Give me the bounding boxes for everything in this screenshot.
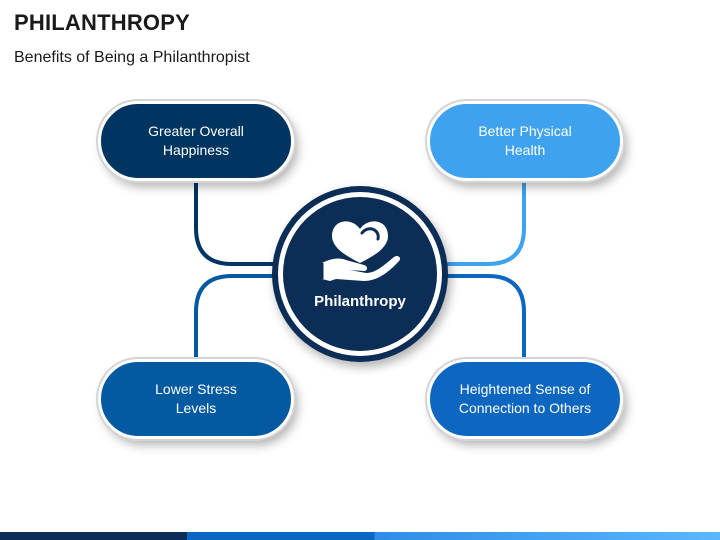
benefit-label-line2: Health bbox=[504, 142, 546, 158]
benefit-label-line1: Lower Stress bbox=[155, 381, 237, 397]
page-title: PHILANTHROPY bbox=[14, 10, 190, 35]
benefit-label-line2: Happiness bbox=[162, 142, 230, 158]
benefit-label-line2: Levels bbox=[175, 400, 217, 416]
bottom-accent-bar bbox=[0, 532, 720, 540]
benefit-label-line1: Greater Overall bbox=[148, 123, 244, 139]
benefit-label-line1: Better Physical bbox=[478, 123, 572, 139]
page-subtitle: Benefits of Being a Philanthropist bbox=[14, 49, 250, 66]
connector-bottom-right bbox=[435, 274, 526, 361]
hub-label: Philanthropy bbox=[314, 293, 406, 310]
benefit-connection-to-others: Heightened Sense of Connection to Others bbox=[427, 359, 623, 439]
benefit-label-line1: Heightened Sense of bbox=[459, 381, 591, 397]
connector-top-right bbox=[435, 179, 526, 266]
benefit-better-health: Better Physical Health bbox=[427, 101, 623, 181]
benefit-lower-stress: Lower Stress Levels bbox=[98, 359, 294, 439]
benefit-greater-happiness: Greater Overall Happiness bbox=[98, 101, 294, 181]
connector-bottom-left bbox=[194, 274, 285, 361]
heart-in-hand-icon bbox=[320, 221, 401, 281]
benefit-label-line2: Connection to Others bbox=[458, 400, 592, 416]
connector-top-left bbox=[194, 179, 285, 266]
